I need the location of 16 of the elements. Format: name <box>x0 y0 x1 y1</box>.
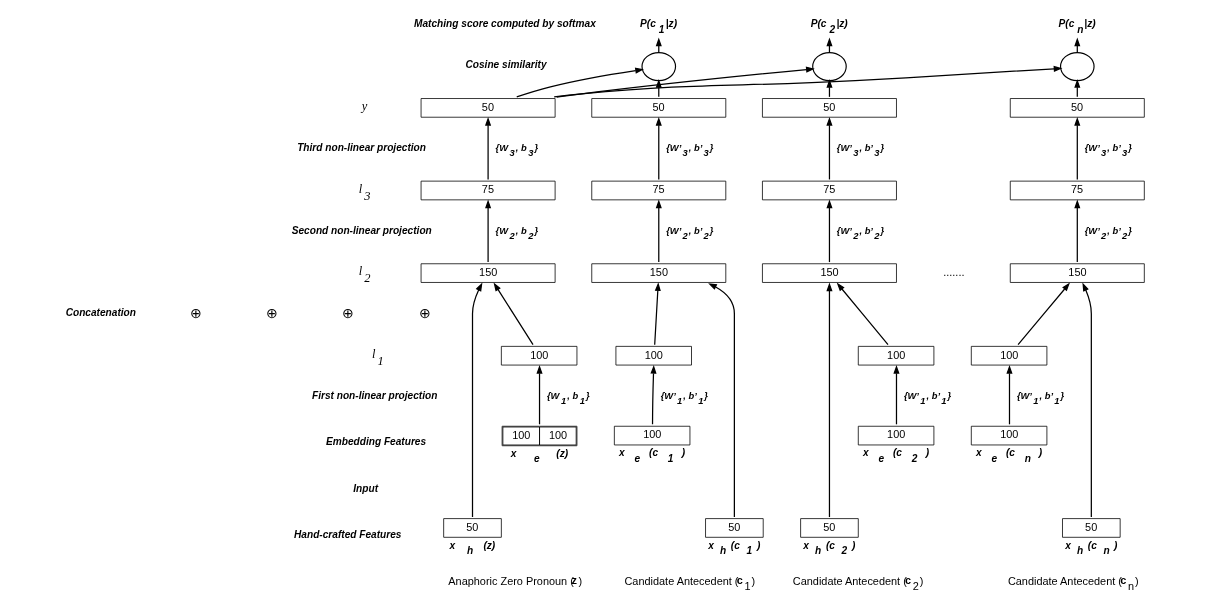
label: Second non-linear projection <box>291 224 432 236</box>
label: Cosine similarity <box>464 59 547 71</box>
label: ....... <box>942 266 964 279</box>
label: Input <box>352 482 378 494</box>
label: Hand-crafted Features <box>293 528 401 540</box>
label: ⊕ <box>265 304 278 321</box>
label: ⊕ <box>341 304 354 321</box>
label: Anaphoric Zero Pronoun (z) <box>447 574 582 588</box>
label: y <box>361 99 367 114</box>
label: ⊕ <box>189 304 202 321</box>
label: Third non-linear projection <box>296 142 426 154</box>
label: Concatenation <box>65 307 136 319</box>
label: Embedding Features <box>325 436 426 448</box>
label: First non-linear projection <box>311 389 437 401</box>
label: Matching score computed by softmax <box>413 18 596 30</box>
label: ⊕ <box>418 304 431 321</box>
